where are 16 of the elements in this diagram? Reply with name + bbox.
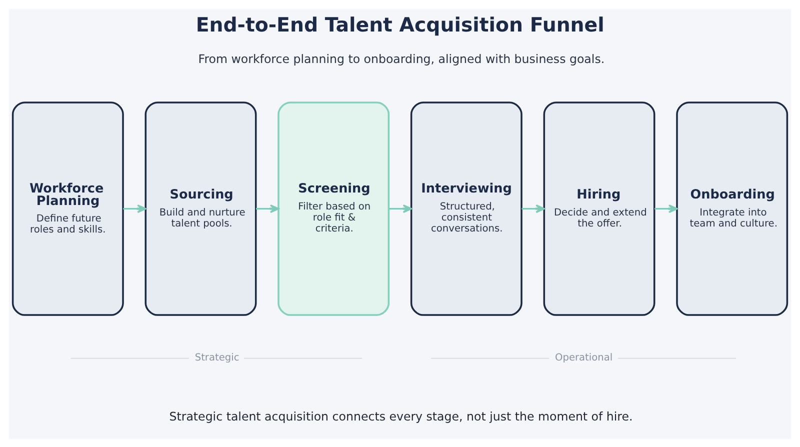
node-box: Screening Filter based on role fit & criteria. [278, 101, 390, 316]
arrow [256, 204, 280, 213]
diagram-title: End-to-End Talent Acquisition Funnel [196, 13, 604, 36]
label: Operational [554, 352, 613, 363]
node-box: Hiring Decide and extend the offer. [543, 101, 656, 316]
node-box: Sourcing Build and nurture talent pools. [144, 101, 257, 316]
label: From workforce planning to onboarding, aligned with business goals. [198, 52, 605, 66]
arrow [522, 204, 545, 213]
node-box: Workforce Planning Define future roles and skills. [12, 101, 124, 316]
arrow [654, 204, 678, 213]
node-box: Onboarding Integrate into team and culture. [676, 101, 788, 316]
node-box: Interviewing Structured, consistent conversations. [410, 101, 522, 316]
arrow [123, 204, 146, 213]
caption: Strategic talent acquisition connects every stage, not just the moment of hire. [169, 408, 633, 423]
label: Strategic [194, 352, 240, 363]
arrow [388, 204, 412, 213]
